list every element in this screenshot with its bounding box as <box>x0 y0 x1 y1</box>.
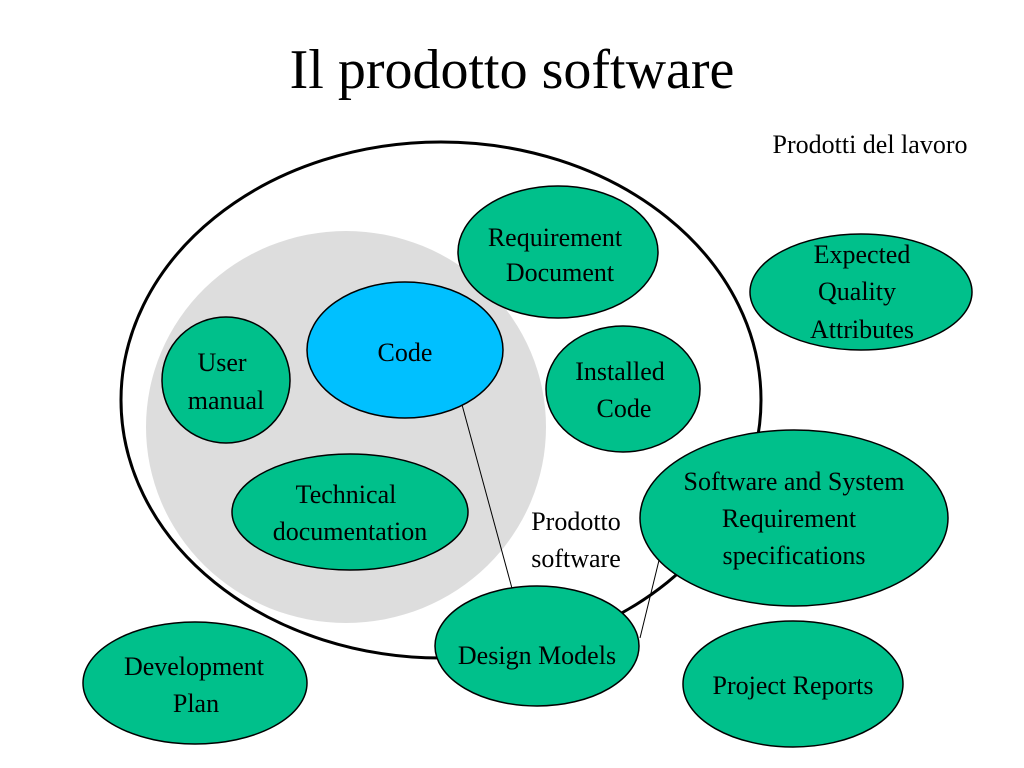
node-development-plan[interactable]: Development Plan <box>82 621 308 745</box>
node-expected-quality-attributes-line2: Quality <box>818 277 896 306</box>
node-technical-documentation-shape <box>231 453 469 571</box>
slide-title: Il prodotto software <box>289 39 735 101</box>
node-software-system-requirements-line2: Requirement <box>722 504 857 533</box>
node-software-system-requirements[interactable]: Software and System Requirement specific… <box>639 429 949 607</box>
node-requirement-document-line1: Requirement <box>488 223 623 252</box>
node-development-plan-shape <box>82 621 308 745</box>
node-code-shape <box>306 281 504 419</box>
node-technical-documentation-line1: Technical <box>296 480 397 509</box>
node-expected-quality-attributes-line3: Attributes <box>810 315 914 344</box>
node-code[interactable]: Code <box>306 281 504 419</box>
node-expected-quality-attributes[interactable]: Expected Quality Attributes <box>749 233 973 351</box>
outer-region-label: Prodotti del lavoro <box>773 130 968 159</box>
node-installed-code-line2: Code <box>597 394 652 423</box>
node-user-manual-line1: User <box>197 348 246 377</box>
node-software-system-requirements-line3: specifications <box>723 541 866 570</box>
connector-code-design <box>460 400 514 593</box>
node-user-manual-shape <box>161 316 291 444</box>
inner-region-label-line2: software <box>531 544 621 573</box>
node-technical-documentation-line2: documentation <box>273 517 428 546</box>
node-expected-quality-attributes-shape <box>749 233 973 351</box>
node-design-models-label: Design Models <box>458 641 616 670</box>
node-expected-quality-attributes-line1: Expected <box>814 240 911 269</box>
node-development-plan-line2: Plan <box>173 689 219 718</box>
node-software-system-requirements-line1: Software and System <box>684 467 905 496</box>
connector-design-specs <box>639 547 663 639</box>
inner-region-label-line1: Prodotto <box>531 507 621 536</box>
node-software-system-requirements-shape <box>639 429 949 607</box>
node-installed-code-line1: Installed <box>575 357 665 386</box>
node-code-label: Code <box>378 338 433 367</box>
node-development-plan-line1: Development <box>124 652 265 681</box>
node-installed-code-shape <box>545 325 701 453</box>
node-project-reports[interactable]: Project Reports <box>682 620 904 748</box>
node-requirement-document-shape <box>457 185 659 319</box>
node-design-models-shape <box>434 585 640 707</box>
node-project-reports-label: Project Reports <box>712 671 873 700</box>
node-requirement-document[interactable]: Requirement Document <box>457 185 659 319</box>
node-project-reports-shape <box>682 620 904 748</box>
node-technical-documentation[interactable]: Technical documentation <box>231 453 469 571</box>
node-installed-code[interactable]: Installed Code <box>545 325 701 453</box>
node-design-models[interactable]: Design Models <box>434 585 640 707</box>
node-user-manual[interactable]: User manual <box>161 316 291 444</box>
node-user-manual-line2: manual <box>188 386 265 415</box>
node-requirement-document-line2: Document <box>506 258 615 287</box>
